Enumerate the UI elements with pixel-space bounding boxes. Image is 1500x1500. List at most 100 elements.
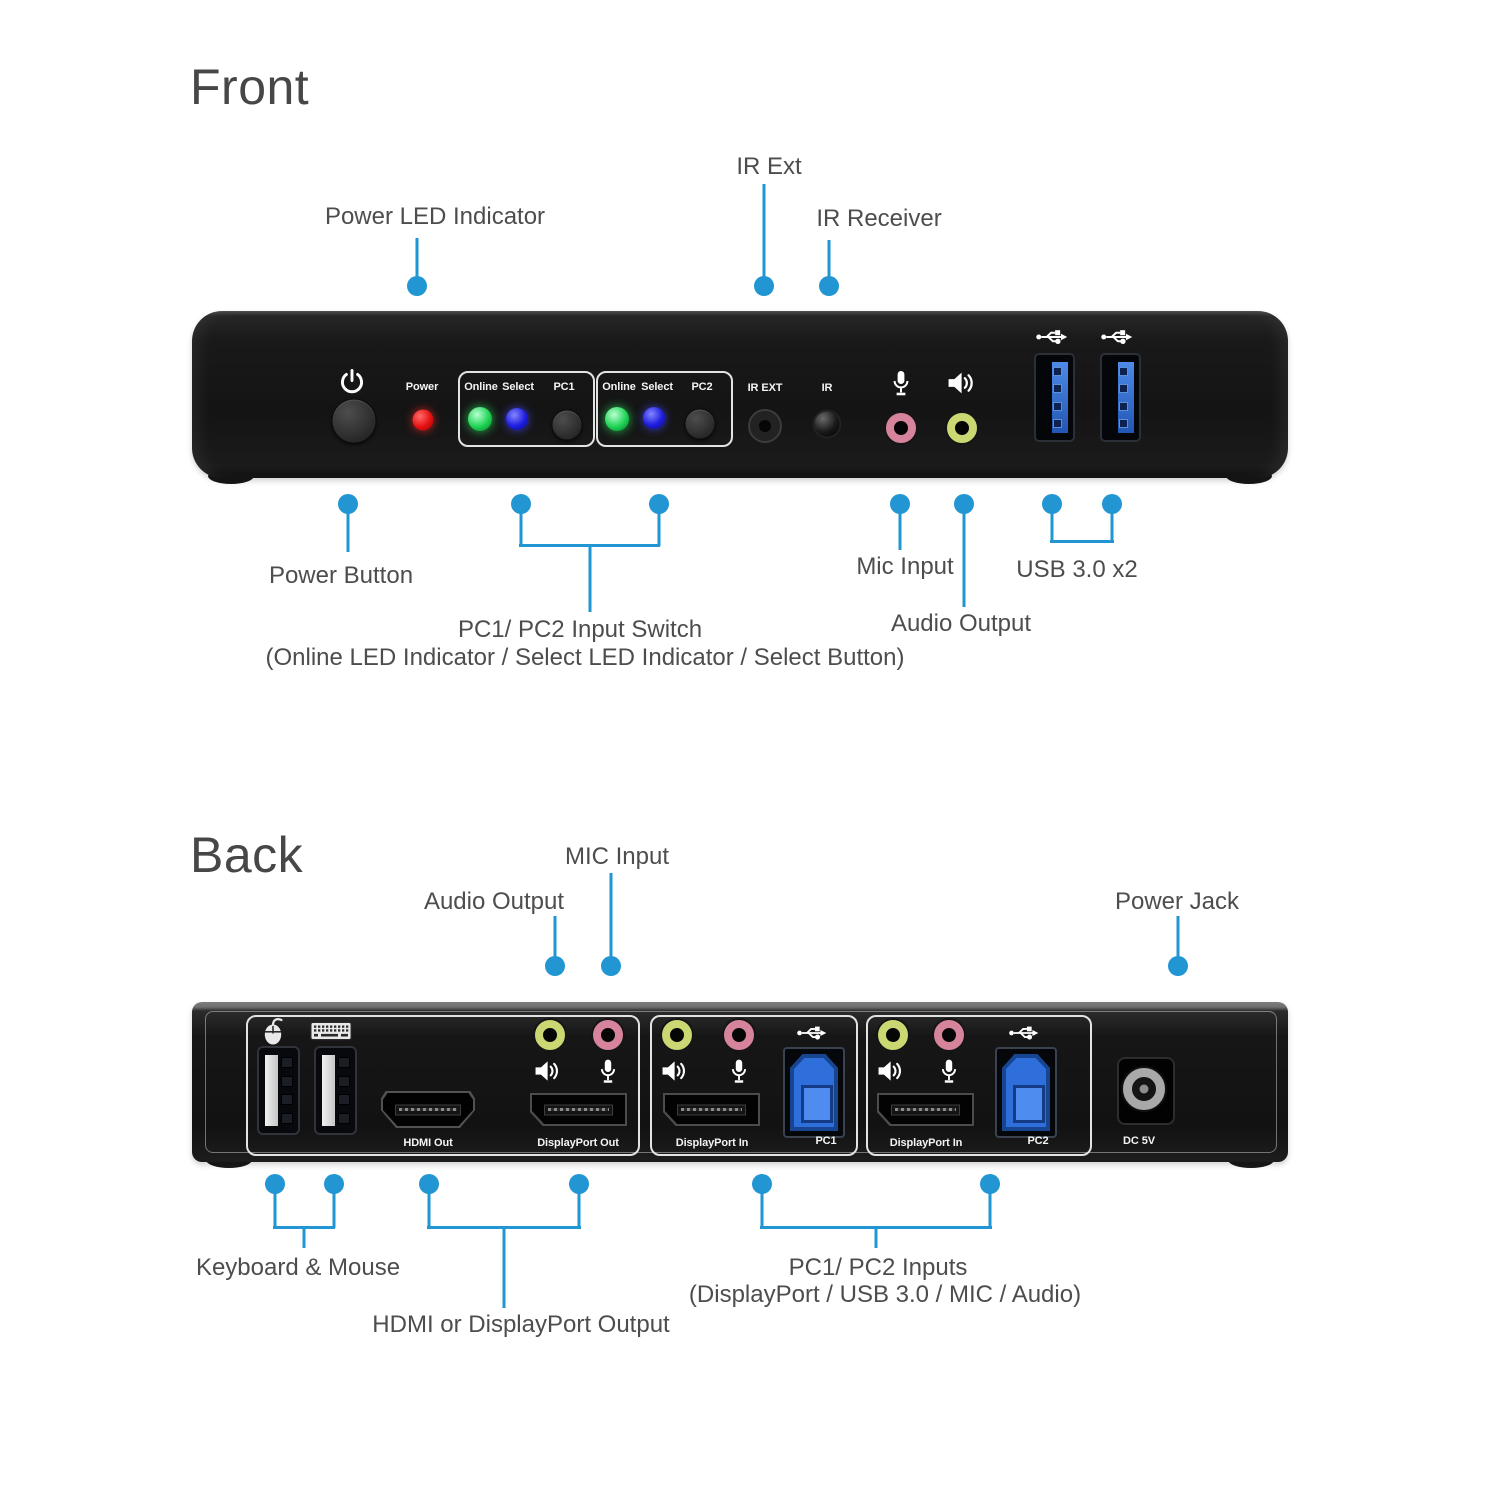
usb-tongue [322, 1055, 335, 1126]
callout-back-audio-label: Audio Output [423, 888, 565, 915]
ir-receiver [814, 411, 840, 437]
callout-back-mic-dot [601, 956, 621, 976]
callout-power-jack-label: Power Jack [1114, 888, 1240, 915]
callout-usb-bracket [1050, 540, 1114, 543]
pc1-online-led [468, 407, 492, 431]
pc2-select-label: Select [641, 381, 673, 393]
callout-kbm-dot [265, 1174, 285, 1194]
callout-input-switch-dot [511, 494, 531, 514]
callout-input-switch-line [519, 512, 523, 546]
dp-slot [677, 1104, 746, 1115]
usb-pins [1119, 367, 1128, 428]
usb-icon [1100, 328, 1134, 347]
dc-label: DC 5V [1123, 1135, 1155, 1147]
usb-tongue [1052, 362, 1068, 433]
callout-output-stem [502, 1226, 506, 1308]
callout-ir-receiver-dot [819, 276, 839, 296]
pc2-usb-b-port [995, 1047, 1057, 1138]
callout-inputs-line [760, 1192, 764, 1228]
pc1-audio-jack [662, 1020, 692, 1050]
mouse-usb-port [257, 1046, 300, 1135]
pc1-label: PC1 [553, 381, 575, 393]
callout-kbm-dot [324, 1174, 344, 1194]
callout-input-switch-label: PC1/ PC2 Input Switch [457, 616, 703, 643]
dp-slot [891, 1104, 960, 1115]
callout-mic-input-line [898, 512, 902, 550]
usb-icon [1035, 328, 1069, 347]
mic-input-jack [886, 413, 916, 443]
hdmi-slot [394, 1104, 462, 1115]
keyboard-usb-port [314, 1046, 357, 1135]
pc2-audio-jack [878, 1020, 908, 1050]
usb-tongue [1118, 362, 1134, 433]
pc1-dp-in-label: DisplayPort In [675, 1137, 749, 1149]
callout-inputs-line [988, 1192, 992, 1228]
speaker-icon [661, 1060, 690, 1083]
callout-power-led-dot [407, 276, 427, 296]
callout-inputs-label: PC1/ PC2 Inputs [788, 1254, 968, 1281]
callout-power-led-line [415, 238, 419, 278]
ir-port-label: IR [821, 382, 833, 394]
callout-output-dot [569, 1174, 589, 1194]
callout-back-mic-line [609, 873, 613, 958]
displayport-out-port [530, 1093, 627, 1126]
callout-power-button-label: Power Button [268, 562, 414, 589]
callout-usb-line [1110, 512, 1114, 542]
callout-kbm-line [273, 1192, 277, 1228]
callout-output-label: HDMI or DisplayPort Output [372, 1311, 670, 1338]
pc2-select-led [643, 407, 665, 429]
dc-pin [1139, 1084, 1149, 1094]
pc2-select-button [684, 408, 716, 440]
callout-usb-dot [1102, 494, 1122, 514]
callout-back-mic-label: MIC Input [564, 843, 670, 870]
pc1-displayport-in-port [663, 1093, 760, 1126]
power-led [412, 409, 434, 431]
callout-power-jack-dot [1168, 956, 1188, 976]
mic-icon [599, 1059, 618, 1086]
pc1-online-label: Online [464, 381, 498, 393]
usb-pins [281, 1057, 293, 1124]
callout-audio-output-label: Audio Output [890, 610, 1032, 637]
callout-audio-output-line [962, 512, 966, 607]
power-icon [339, 368, 366, 395]
mic-in-jack [593, 1020, 623, 1050]
callout-inputs-dot [752, 1174, 772, 1194]
callout-power-led-label: Power LED Indicator [324, 203, 546, 230]
callout-output-line [427, 1192, 431, 1228]
pc1-switch-group [458, 371, 595, 447]
callout-power-button-line [346, 512, 350, 552]
callout-back-audio-line [553, 916, 557, 958]
callout-power-jack-line [1176, 916, 1180, 958]
callout-output-line [577, 1192, 581, 1228]
pc1-usb-b-port [783, 1047, 845, 1138]
back-panel-outline [205, 1011, 1277, 1153]
usb-pins [338, 1057, 350, 1124]
power-led-label: Power [405, 381, 439, 393]
callout-input-switch-dot [649, 494, 669, 514]
usb-pins [1053, 367, 1062, 428]
audio-out-jack [535, 1020, 565, 1050]
callout-mic-input-dot [890, 494, 910, 514]
pc1-select-label: Select [502, 381, 534, 393]
callout-inputs-dot [980, 1174, 1000, 1194]
ir-ext-jack [750, 411, 780, 441]
callout-usb-line [1050, 512, 1054, 542]
callout-audio-output-dot [954, 494, 974, 514]
usb3-port-1 [1034, 353, 1075, 442]
pc2-input-group-box [866, 1015, 1092, 1156]
pc1-port-label: PC1 [815, 1135, 837, 1147]
callout-kbm-line [332, 1192, 336, 1228]
callout-inputs-detail-label: (DisplayPort / USB 3.0 / MIC / Audio) [688, 1281, 1082, 1308]
audio-output-jack [947, 413, 977, 443]
callout-inputs-stem [874, 1226, 878, 1248]
mic-icon [891, 370, 911, 398]
callout-input-switch-stem [588, 544, 592, 612]
callout-usb-label: USB 3.0 x2 [1016, 556, 1138, 583]
pc2-dp-in-label: DisplayPort In [889, 1137, 963, 1149]
power-button [331, 398, 377, 444]
usb-icon [796, 1024, 828, 1042]
usb-tongue [265, 1055, 278, 1126]
output-group-box [246, 1015, 640, 1156]
speaker-icon [877, 1060, 906, 1083]
